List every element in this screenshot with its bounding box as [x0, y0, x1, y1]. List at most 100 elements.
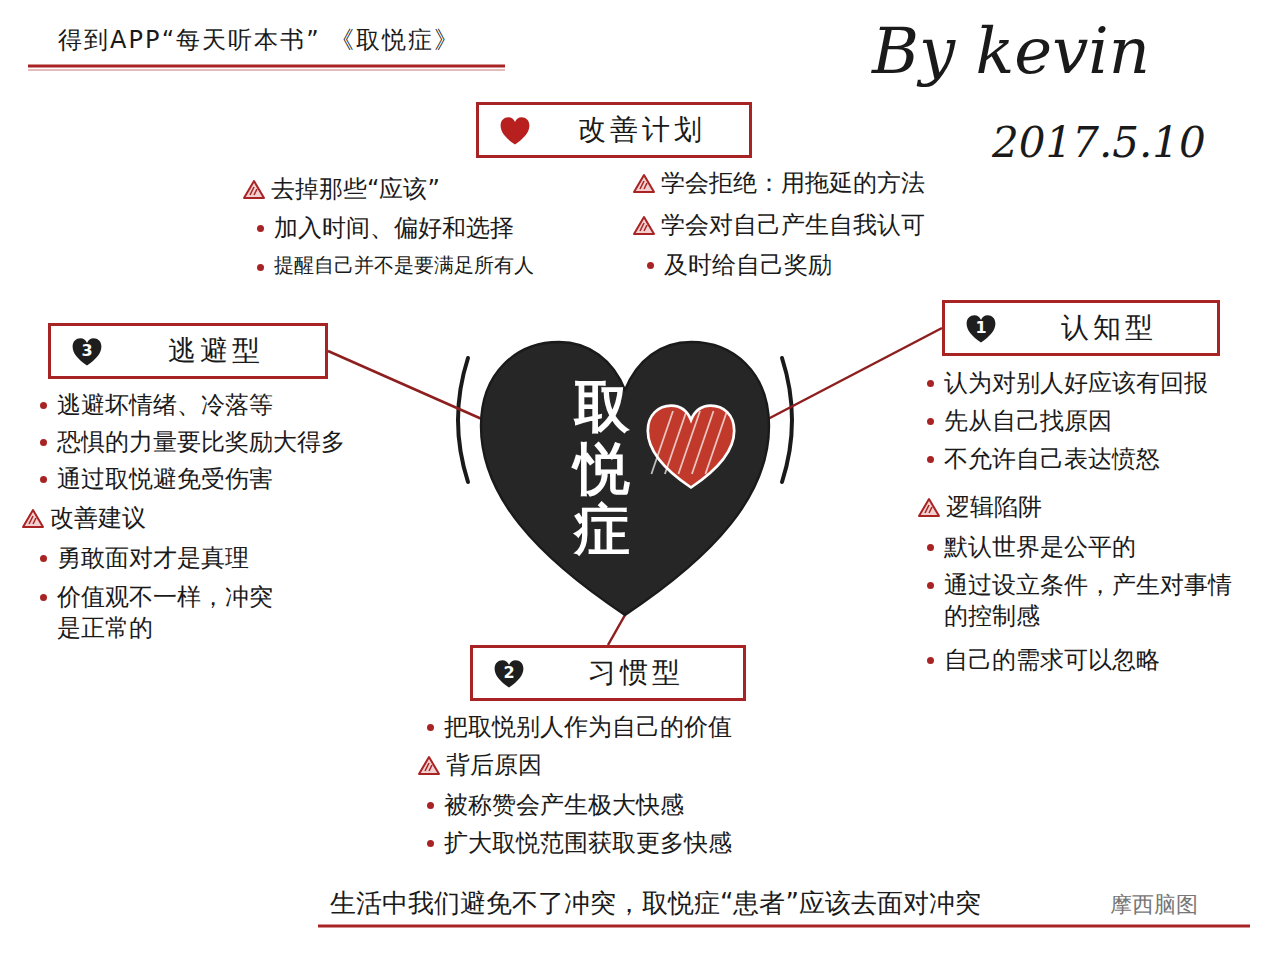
item-text: 学会对自己产生自我认可 [661, 210, 925, 241]
bullet-dot [427, 724, 434, 731]
item-text: 逃避坏情绪、冷落等 [57, 390, 273, 421]
warning-item: 学会拒绝：用拖延的方法 [633, 168, 925, 199]
heading-text: 习惯型 [588, 654, 684, 692]
type-group: 2 习惯型把取悦别人作为自己的价值背后原因被称赞会产生极大快感扩大取悦范围获取更多… [418, 643, 746, 860]
bullet-dot [927, 418, 934, 425]
caption: 生活中我们避免不了冲突，取悦症“患者”应该去面对冲突 [330, 886, 981, 921]
date-label: 2017.5.10 [992, 118, 1206, 167]
bullet-item: 扩大取悦范围获取更多快感 [425, 828, 732, 859]
bullet-dot [927, 380, 934, 387]
title-underline [28, 65, 505, 68]
item-text: 被称赞会产生极大快感 [444, 790, 684, 821]
item-text: 去掉那些“应该” [271, 174, 440, 205]
heading-text: 认知型 [1061, 309, 1157, 347]
bullet-item: 默认世界是公平的 [925, 532, 1136, 563]
bullet-dot [40, 555, 47, 562]
connector [608, 615, 625, 645]
heading-box: 改善计划 [476, 102, 752, 158]
bullet-item: 提醒自己并不是要满足所有人 [255, 252, 534, 278]
bullet-dot [427, 840, 434, 847]
item-text: 勇敢面对才是真理 [57, 543, 249, 574]
connector [328, 351, 484, 420]
bullet-dot [40, 439, 47, 446]
heading-text: 改善计划 [578, 111, 706, 149]
bullet-item: 通过设立条件，产生对事情的控制感 [925, 570, 1235, 632]
callout-number: 2 [493, 660, 525, 686]
author-signature: By kevin [872, 14, 1150, 88]
bullet-dot [927, 582, 934, 589]
heading-text: 逃避型 [168, 332, 264, 370]
item-text: 及时给自己奖励 [664, 250, 832, 281]
warning-icon [633, 215, 655, 235]
item-text: 把取悦别人作为自己的价值 [444, 712, 732, 743]
heading-box: 2 习惯型 [470, 645, 746, 701]
warning-item: 逻辑陷阱 [918, 492, 1042, 523]
bullet-item: 通过取悦避免受伤害 [38, 464, 273, 495]
bullet-item: 不允许自己表达愤怒 [925, 444, 1160, 475]
connector [766, 328, 942, 420]
item-text: 价值观不一样，冲突是正常的 [57, 582, 288, 644]
warning-item: 背后原因 [418, 750, 542, 781]
bullet-item: 逃避坏情绪、冷落等 [38, 390, 273, 421]
item-text: 认为对别人好应该有回报 [944, 368, 1208, 399]
callout-number: 3 [71, 338, 103, 364]
item-text: 背后原因 [446, 750, 542, 781]
item-text: 先从自己找原因 [944, 406, 1112, 437]
warning-item: 改善建议 [22, 503, 146, 534]
bullet-dot [927, 657, 934, 664]
bullet-item: 加入时间、偏好和选择 [255, 213, 514, 244]
item-text: 学会拒绝：用拖延的方法 [661, 168, 925, 199]
bullet-item: 及时给自己奖励 [645, 250, 832, 281]
bullet-item: 被称赞会产生极大快感 [425, 790, 684, 821]
warning-item: 学会对自己产生自我认可 [633, 210, 925, 241]
bullet-dot [927, 456, 934, 463]
bullet-dot [927, 544, 934, 551]
title: 得到APP“每天听本书” 《取悦症》 [58, 24, 460, 56]
item-text: 默认世界是公平的 [944, 532, 1136, 563]
item-text: 通过设立条件，产生对事情的控制感 [944, 570, 1235, 632]
warning-icon [418, 755, 440, 775]
item-text: 通过取悦避免受伤害 [57, 464, 273, 495]
callout-number: 1 [965, 315, 997, 341]
warning-item: 去掉那些“应该” [243, 174, 440, 205]
bullet-item: 自己的需求可以忽略 [925, 645, 1160, 676]
item-text: 不允许自己表达愤怒 [944, 444, 1160, 475]
center-heart: 取悦症 [475, 330, 775, 630]
bullet-dot [40, 402, 47, 409]
heading-box: 1 认知型 [942, 300, 1220, 356]
heart-icon [499, 116, 531, 146]
plan-group: 改善计划去掉那些“应该” 加入时间、偏好和选择提醒自己并不是要满足所有人 学会拒绝：… [230, 100, 925, 282]
bullet-dot [40, 476, 47, 483]
bullet-dot [647, 262, 654, 269]
heart-bracket [458, 358, 468, 482]
bullet-dot [427, 802, 434, 809]
item-text: 逻辑陷阱 [946, 492, 1042, 523]
warning-icon [243, 179, 265, 199]
warning-icon [22, 508, 44, 528]
item-text: 改善建议 [50, 503, 146, 534]
heart-bracket [782, 358, 792, 482]
item-text: 加入时间、偏好和选择 [274, 213, 514, 244]
watermark: 摩西脑图 [1110, 890, 1198, 920]
bullet-dot [40, 594, 47, 601]
item-text: 自己的需求可以忽略 [944, 645, 1160, 676]
caption-underline [318, 925, 1250, 928]
item-text: 提醒自己并不是要满足所有人 [274, 252, 534, 278]
center-title: 取悦症 [574, 376, 630, 561]
bullet-item: 认为对别人好应该有回报 [925, 368, 1208, 399]
warning-icon [918, 497, 940, 517]
warning-icon [633, 173, 655, 193]
item-text: 扩大取悦范围获取更多快感 [444, 828, 732, 859]
bullet-item: 先从自己找原因 [925, 406, 1112, 437]
heading-box: 3 逃避型 [48, 323, 328, 379]
bullet-dot [257, 225, 264, 232]
item-text: 恐惧的力量要比奖励大得多 [57, 427, 345, 458]
bullet-item: 把取悦别人作为自己的价值 [425, 712, 732, 743]
type-group: 3 逃避型逃避坏情绪、冷落等恐惧的力量要比奖励大得多通过取悦避免受伤害改善建议勇敢… [20, 320, 345, 645]
type-group: 1 认知型认为对别人好应该有回报先从自己找原因不允许自己表达愤怒逻辑陷阱默认世界是… [915, 298, 1235, 677]
title-underline [28, 70, 505, 71]
bullet-item: 勇敢面对才是真理 [38, 543, 249, 574]
bullet-item: 恐惧的力量要比奖励大得多 [38, 427, 345, 458]
bullet-dot [257, 264, 264, 271]
